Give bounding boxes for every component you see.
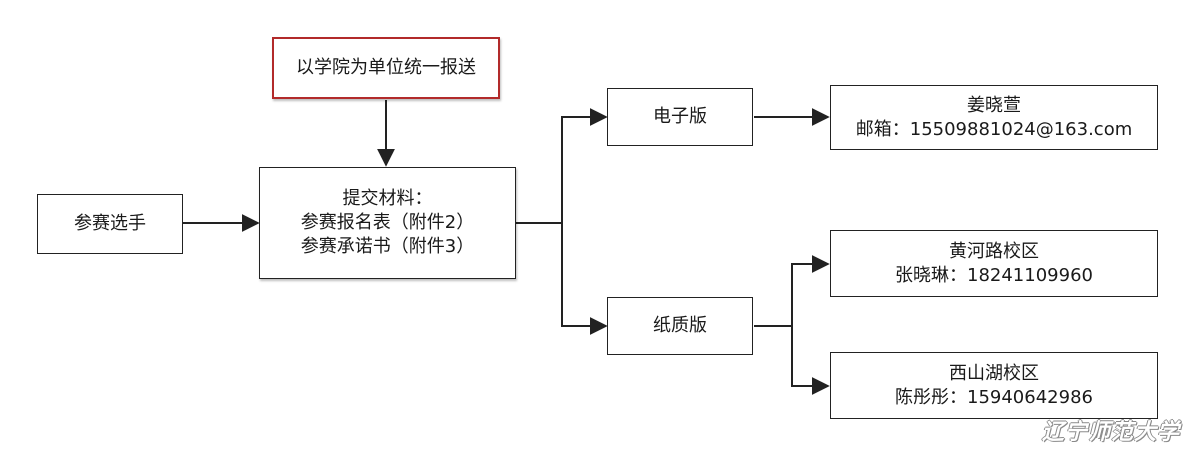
top-note-box: 以学院为单位统一报送 (272, 37, 500, 99)
materials-box: 提交材料： 参赛报名表（附件2） 参赛承诺书（附件3） (259, 167, 516, 279)
xishanhu-campus-box: 西山湖校区 陈彤彤：15940642986 (830, 352, 1158, 419)
email-contact-detail: 邮箱：15509881024@163.com (855, 118, 1133, 140)
materials-title: 提交材料： (342, 188, 433, 209)
arrow-to-electronic (561, 108, 608, 223)
paper-text: 纸质版 (653, 315, 707, 336)
paper-box: 纸质版 (607, 297, 753, 355)
electronic-box: 电子版 (607, 88, 753, 146)
watermark-logo-text: 辽宁师范大学 (1041, 420, 1180, 445)
arrow-to-huanghe (791, 255, 830, 326)
top-note-text: 以学院为单位统一报送 (296, 57, 476, 78)
xishanhu-campus-detail: 陈彤彤：15940642986 (895, 386, 1093, 408)
materials-item-registration: 参赛报名表（附件2） (300, 212, 475, 233)
xishanhu-campus-name: 西山湖校区 (949, 362, 1039, 384)
email-contact-box: 姜晓萱 邮箱：15509881024@163.com (830, 85, 1158, 150)
electronic-text: 电子版 (653, 106, 707, 127)
materials-item-pledge: 参赛承诺书（附件3） (300, 236, 475, 257)
huanghe-campus-box: 黄河路校区 张晓琳：18241109960 (830, 230, 1158, 297)
participant-box: 参赛选手 (37, 194, 183, 254)
huanghe-campus-name: 黄河路校区 (949, 240, 1039, 262)
email-contact-name: 姜晓萱 (967, 94, 1021, 116)
huanghe-campus-detail: 张晓琳：18241109960 (895, 264, 1093, 286)
participant-text: 参赛选手 (74, 213, 146, 234)
arrow-to-paper (561, 223, 608, 335)
arrow-to-xishanhu (791, 326, 830, 395)
